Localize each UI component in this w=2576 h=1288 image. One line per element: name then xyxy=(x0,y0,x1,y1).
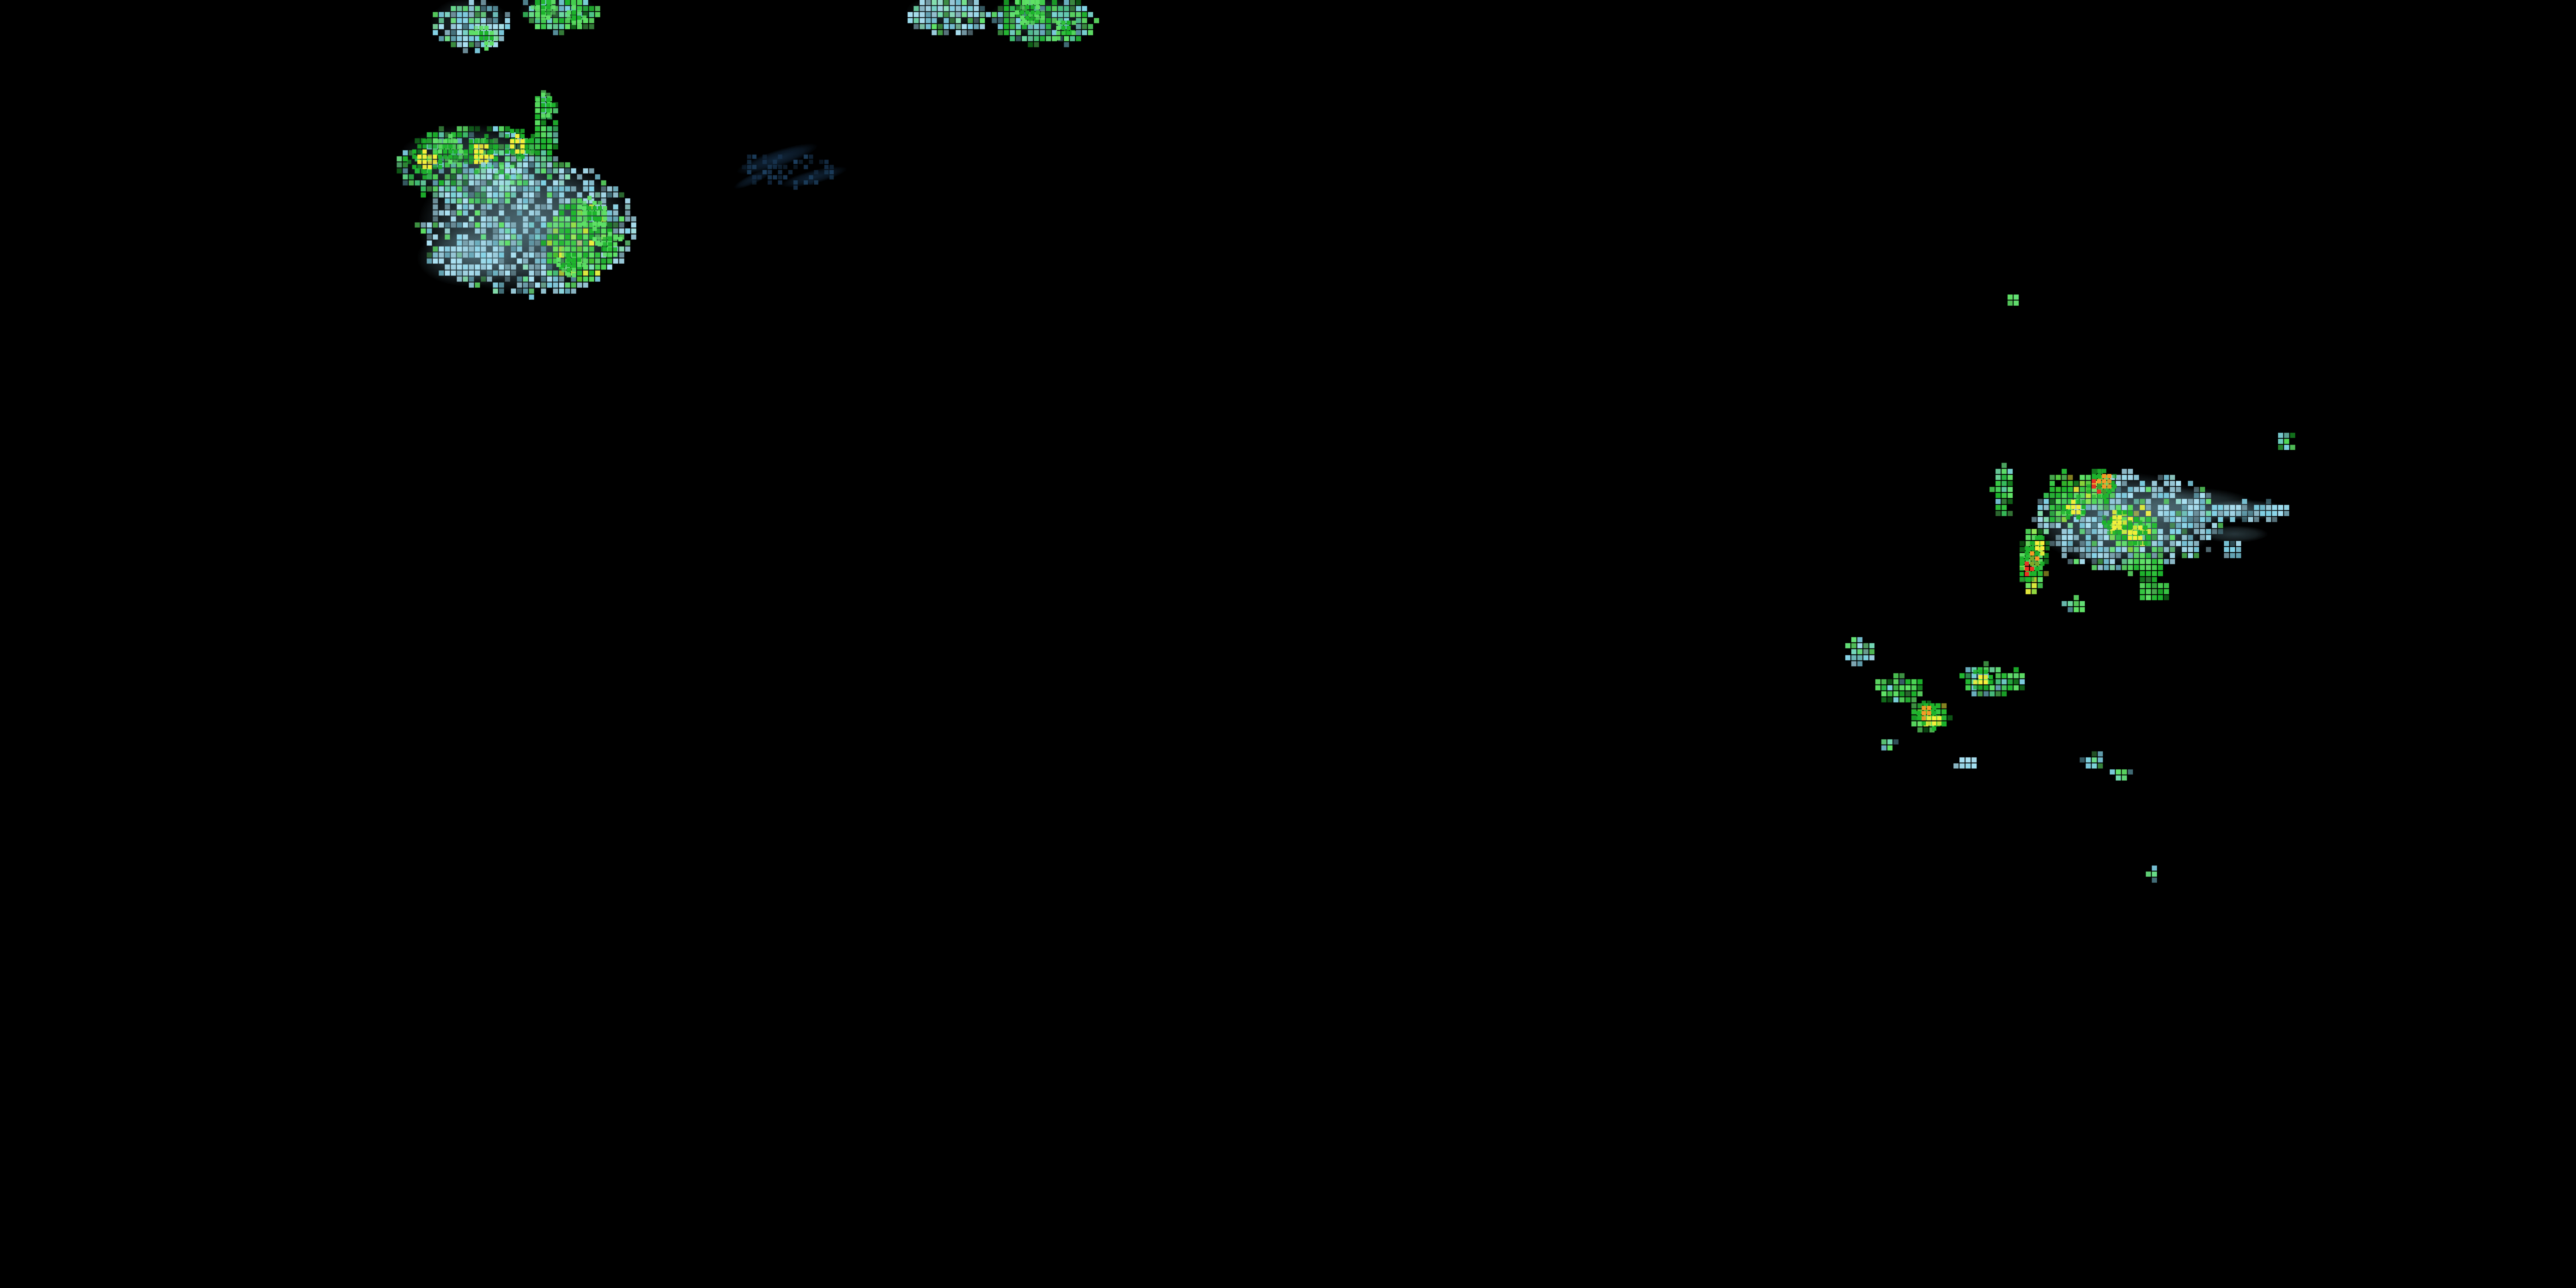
radar-map-view xyxy=(0,0,2576,1288)
radar-canvas xyxy=(0,0,2576,1288)
